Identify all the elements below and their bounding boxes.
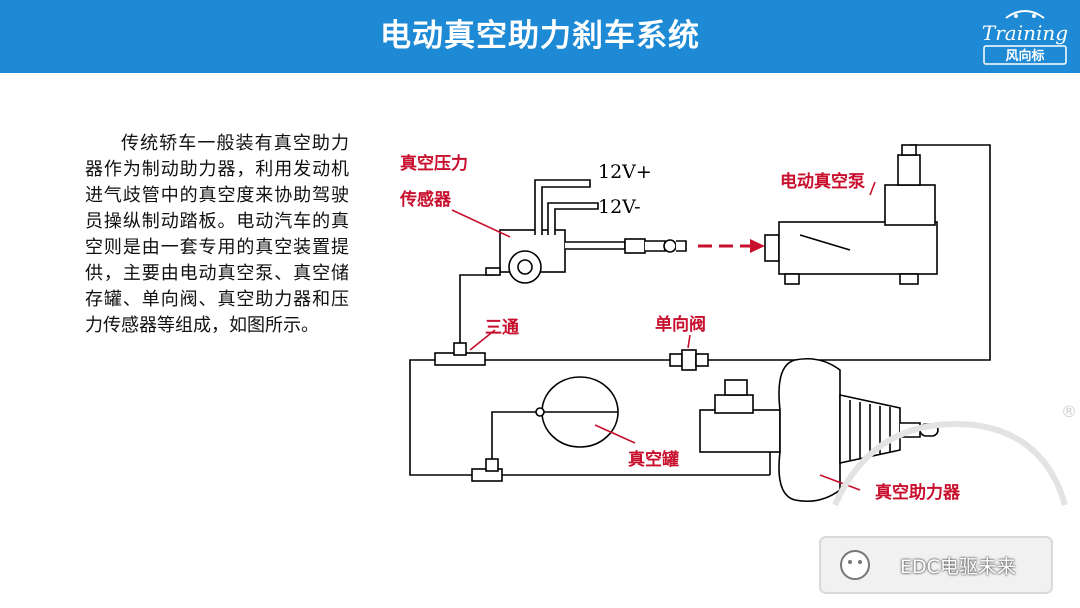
intro-paragraph: 传统轿车一般装有真空助力器作为制动助力器，利用发动机进气歧管中的真空度来协助驾驶…	[85, 133, 349, 336]
page-title: 电动真空助力刹车系统	[380, 18, 700, 54]
brand-logo: Training 风向标	[982, 10, 1068, 65]
label-12v-plus: 12V+	[598, 161, 652, 183]
label-pump: 电动真空泵	[780, 171, 865, 192]
vacuum-line-left	[409, 359, 472, 476]
label-tee: 三通	[485, 318, 519, 338]
tank-tee	[471, 458, 503, 482]
tee-leader	[469, 329, 496, 351]
title-bar	[0, 0, 1080, 73]
background-watermark: ®	[819, 402, 1077, 594]
label-booster: 真空助力器	[875, 482, 961, 503]
check-valve	[669, 349, 709, 371]
tank-leader	[594, 424, 636, 444]
registered-mark: ®	[1061, 402, 1077, 421]
sensor-branch	[459, 274, 495, 350]
label-tank: 真空罐	[628, 449, 679, 470]
vacuum-line-right	[705, 144, 991, 361]
watermark-text: EDC电驱未来	[900, 556, 1016, 578]
label-sensor-line1: 真空压力	[400, 153, 468, 174]
logo-script: Training	[982, 21, 1068, 45]
sensor-leader	[451, 209, 511, 238]
label-check-valve: 单向阀	[655, 314, 706, 335]
logo-brand: 风向标	[1005, 48, 1044, 64]
label-sensor-line2: 传感器	[399, 189, 452, 210]
vacuum-tank	[535, 376, 619, 448]
label-12v-minus: 12V-	[598, 196, 641, 218]
pump-leader	[869, 181, 876, 196]
valve-leader	[687, 334, 691, 349]
wechat-icon	[840, 550, 870, 580]
booster-leader	[819, 474, 861, 491]
vacuum-system-diagram: 真空压力 传感器 电动真空泵 三通 单向阀 真空罐 真空助力器 12V+ 12V…	[399, 144, 991, 503]
tank-branch	[491, 411, 540, 465]
tee-fitting	[434, 342, 486, 366]
pressure-sensor	[485, 179, 687, 284]
electric-vacuum-pump	[764, 144, 938, 285]
